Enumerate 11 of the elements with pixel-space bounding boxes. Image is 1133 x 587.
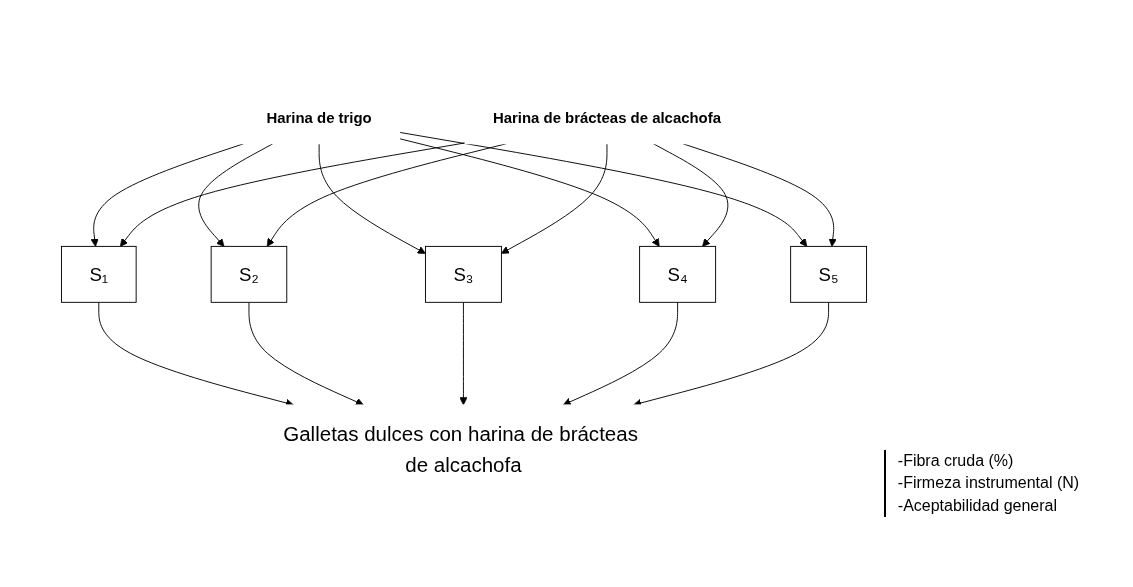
node-box: S₅ <box>789 245 867 303</box>
note-text: -Firmeza instrumental (N) <box>897 473 1080 494</box>
node-box: S₃ <box>424 245 502 303</box>
node-text: Harina de trigo <box>266 109 372 126</box>
node-box: S₁ <box>60 245 137 303</box>
node-text: Galletas dulces con harina de brácteas de alcachofa <box>283 422 638 477</box>
note-text: -Fibra cruda (%) <box>897 450 1015 471</box>
node-box: S₄ <box>638 245 716 303</box>
note-text: -Aceptabilidad general <box>897 495 1059 516</box>
node-text: Harina de brácteas de alcachofa <box>492 109 721 126</box>
node-box: S₂ <box>210 245 288 303</box>
